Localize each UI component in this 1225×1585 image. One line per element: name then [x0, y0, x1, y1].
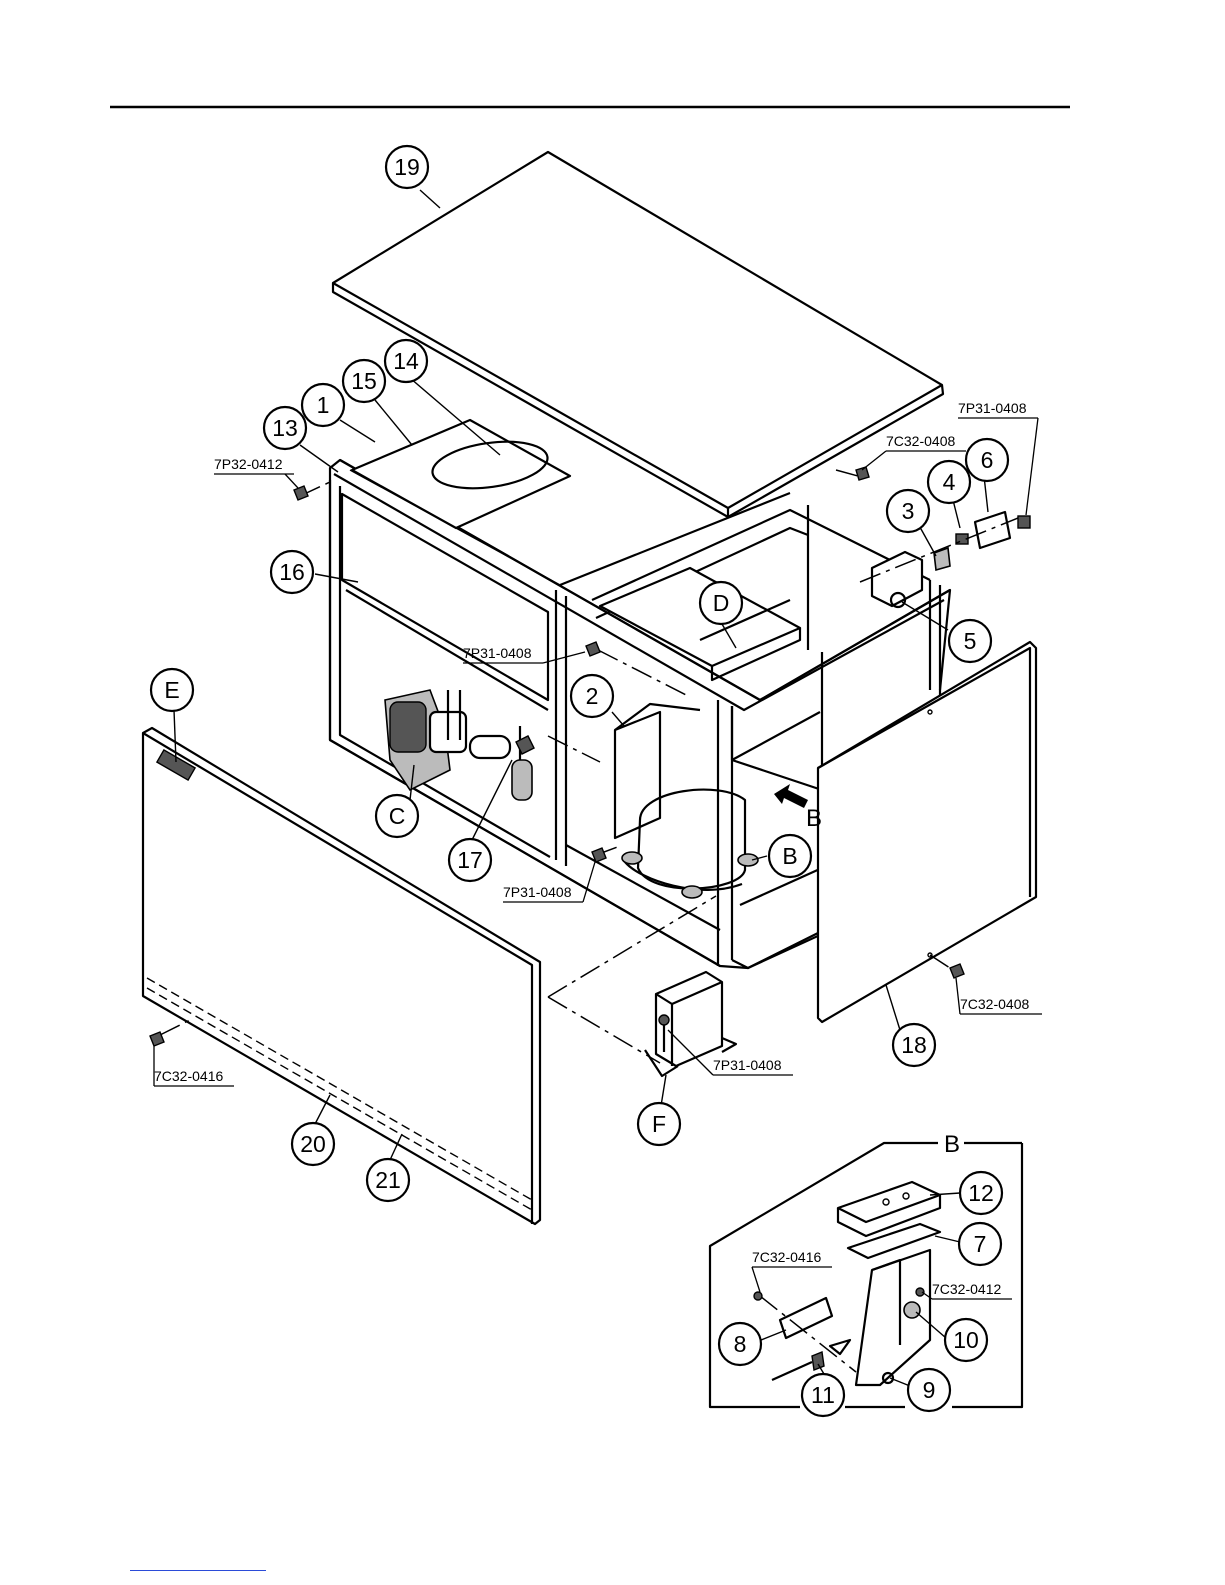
callout-21: 21: [367, 1159, 409, 1201]
callout-15: 15: [343, 360, 385, 402]
callout-17: 17: [449, 839, 491, 881]
callout-12: 12: [960, 1172, 1002, 1214]
callout-13: 13: [264, 407, 306, 449]
svg-text:7: 7: [974, 1231, 987, 1257]
svg-text:7C32-0408: 7C32-0408: [886, 433, 955, 449]
callout-10: 10: [945, 1319, 987, 1361]
svg-text:7C32-0408: 7C32-0408: [960, 996, 1029, 1012]
part-number-7c32-0408-side: 7C32-0408: [956, 978, 1042, 1014]
callout-b: B: [769, 835, 811, 877]
callout-f: F: [638, 1103, 680, 1145]
svg-text:3: 3: [902, 498, 915, 524]
svg-text:4: 4: [943, 469, 956, 495]
svg-text:11: 11: [811, 1382, 835, 1408]
svg-text:20: 20: [300, 1131, 326, 1157]
svg-text:F: F: [652, 1111, 666, 1137]
callout-8: 8: [719, 1323, 761, 1365]
callout-c: C: [376, 795, 418, 837]
svg-text:7P31-0408: 7P31-0408: [463, 645, 532, 661]
callout-20: 20: [292, 1123, 334, 1165]
callout-d: D: [700, 582, 742, 624]
svg-text:9: 9: [923, 1377, 936, 1403]
svg-text:18: 18: [901, 1032, 927, 1058]
detail-view-label: B: [944, 1131, 960, 1158]
svg-text:15: 15: [351, 368, 377, 394]
svg-text:13: 13: [272, 415, 298, 441]
svg-text:21: 21: [375, 1167, 401, 1193]
callout-11: 11: [802, 1374, 844, 1416]
callout-16: 16: [271, 551, 313, 593]
svg-text:7P31-0408: 7P31-0408: [503, 884, 572, 900]
svg-text:C: C: [389, 803, 406, 829]
svg-text:2: 2: [586, 683, 599, 709]
svg-text:E: E: [164, 677, 179, 703]
callout-14: 14: [385, 340, 427, 382]
callout-3: 3: [887, 490, 929, 532]
svg-text:17: 17: [457, 847, 483, 873]
svg-text:7C32-0416: 7C32-0416: [752, 1249, 821, 1265]
footer-link-underline[interactable]: [130, 1570, 266, 1571]
part-number-7c32-0416-front: 7C32-0416: [154, 1046, 234, 1086]
part-number-7c32-0416-detail: 7C32-0416: [752, 1249, 832, 1292]
svg-text:5: 5: [964, 628, 977, 654]
callout-1: 1: [302, 384, 344, 426]
svg-text:14: 14: [393, 348, 419, 374]
callout-7: 7: [959, 1223, 1001, 1265]
svg-text:1: 1: [317, 392, 330, 418]
svg-text:12: 12: [968, 1180, 994, 1206]
part-number-7c32-0412-detail: 7C32-0412: [922, 1281, 1012, 1299]
svg-text:7P31-0408: 7P31-0408: [958, 400, 1027, 416]
callout-19: 19: [386, 146, 428, 188]
svg-text:16: 16: [279, 559, 305, 585]
svg-text:7C32-0416: 7C32-0416: [154, 1068, 223, 1084]
callout-e: E: [151, 669, 193, 711]
view-arrow-label: B: [806, 805, 822, 832]
svg-text:D: D: [713, 590, 730, 616]
svg-text:8: 8: [734, 1331, 747, 1357]
svg-text:7P32-0412: 7P32-0412: [214, 456, 283, 472]
svg-text:7C32-0412: 7C32-0412: [932, 1281, 1001, 1297]
svg-text:7P31-0408: 7P31-0408: [713, 1057, 782, 1073]
callout-5: 5: [949, 620, 991, 662]
part-number-7p32-0412: 7P32-0412: [214, 456, 298, 488]
callout-18: 18: [893, 1024, 935, 1066]
callout-9: 9: [908, 1369, 950, 1411]
svg-text:6: 6: [981, 447, 994, 473]
svg-text:10: 10: [953, 1327, 979, 1353]
callout-2: 2: [571, 675, 613, 717]
callout-4: 4: [928, 461, 970, 503]
svg-text:B: B: [782, 843, 797, 869]
svg-text:19: 19: [394, 154, 420, 180]
callout-6: 6: [966, 439, 1008, 481]
